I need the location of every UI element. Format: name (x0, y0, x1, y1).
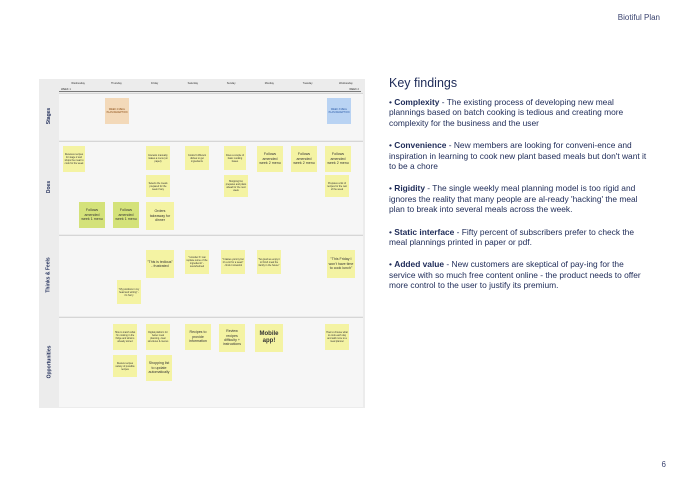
sticky-note: "It tastes yummy but it's a lot for a we… (221, 250, 245, 274)
day-label: Thursday (110, 82, 122, 85)
lane-thinks-feels (59, 235, 363, 316)
lane-opportunities (59, 317, 363, 407)
section-title: Key findings (389, 76, 458, 90)
finding-item: • Added value - New customers are skepti… (389, 259, 641, 291)
sticky-note: Mobile app! (255, 324, 283, 352)
sticky-note: "So good we enjoy it to finish meal the … (257, 250, 281, 274)
page-number: 6 (661, 460, 666, 469)
sticky-note: "This Friday I won't have time to cook l… (327, 250, 355, 278)
sticky-note: Review recipes difficulty + instructions (219, 324, 245, 352)
sticky-note: Follows amended week 2 menu (291, 146, 317, 172)
sticky-note: Orders takeaway for dinner (146, 202, 174, 230)
finding-term: Complexity (394, 97, 440, 107)
finding-text: New members are looking for conveni-ence… (389, 140, 647, 172)
week-label: WEEK 2 (349, 88, 359, 91)
finding-text: The existing process of developing new m… (389, 97, 624, 128)
lane-label-does: Does (45, 180, 52, 194)
day-header: Wednesday Thursday Friday Saturday Sunda… (39, 79, 365, 89)
sticky-note: How to match what I'm cooking in the fri… (113, 324, 137, 350)
finding-item: • Static interface - Fifty percent of su… (389, 226, 634, 248)
day-label: Tuesday (302, 82, 313, 85)
sticky-note: Recipes to provide information (185, 324, 211, 350)
week-label: WEEK 1 (61, 88, 71, 91)
sticky-note: Prepares a list of recipes for the rest … (325, 175, 349, 197)
sticky-note: Follows amended week 2 menu (257, 146, 283, 172)
sticky-note: Interests manually, makes a menu (on pap… (146, 146, 170, 170)
finding-text: The single weekly meal planning model is… (389, 183, 638, 215)
day-label: Wednesday (339, 82, 353, 85)
sticky-note: "My positions in my head and writing" - … (117, 280, 141, 304)
sticky-note: Follows amended week 1 menu (79, 202, 105, 228)
day-label: Saturday (187, 82, 199, 85)
sticky-note: Shopping list to update automatically (146, 355, 172, 381)
sticky-note: Follows amended week 2 menu (325, 146, 351, 172)
week-timeline (59, 91, 361, 92)
sticky-note: Review recipes variety of possible recip… (113, 355, 137, 377)
sticky-note: "This is tedious" - frustrated (146, 250, 174, 278)
sticky-note: Cooks 6 different dishes to get ingredie… (185, 146, 209, 170)
day-label: Monday (264, 82, 274, 85)
sticky-note: Does a couple of basic cooking bases (224, 146, 246, 170)
finding-term: Rigidity (394, 183, 425, 194)
sticky-note: Shopping list, prepares and plans ahead … (224, 175, 248, 197)
day-label: Sunday (226, 82, 236, 85)
sticky-note: WEEK 3 MEAL PLAN RECEPTION (327, 98, 351, 124)
finding-item: • Complexity - The existing process of d… (389, 97, 624, 128)
key-findings: Key findings • Complexity - The existing… (389, 76, 651, 303)
sticky-note: Selects the meals prepared for the week … (146, 175, 170, 197)
finding-term: Added value (394, 259, 445, 270)
finding-item: • Convenience - New members are looking … (389, 140, 647, 172)
sticky-note: How to choose what to cook each day and … (325, 324, 349, 350)
finding-item: • Rigidity - The single weekly meal plan… (389, 183, 638, 215)
journey-map-board: Wednesday Thursday Friday Saturday Sunda… (39, 79, 365, 408)
finding-text: New customers are skeptical of pay-ing f… (389, 259, 641, 291)
day-label: Friday (151, 82, 159, 85)
sticky-note: "I wonder if I can replace some of the i… (185, 250, 209, 274)
lane-label-thinks: Thinks & Feels (46, 257, 53, 293)
lane-label-stages: Stages (46, 107, 52, 125)
finding-term: Convenience (394, 140, 447, 151)
sticky-note: Receives recipes for stage 2 and shops t… (63, 146, 85, 172)
lane-label-opportunities: Opportunities (46, 345, 52, 378)
sticky-note: Digital platform for better meal plannin… (146, 324, 170, 350)
finding-term: Static interface (394, 226, 455, 237)
brand-name: Biotiful Plan (617, 13, 660, 22)
sticky-note: WEEK 2 MEAL PLAN RECEPTION (105, 98, 129, 124)
day-label: Wednesday (71, 82, 85, 85)
sticky-note: Follows amended week 1 menu (113, 202, 139, 228)
finding-text: Fifty percent of subscribers prefer to c… (389, 226, 634, 248)
